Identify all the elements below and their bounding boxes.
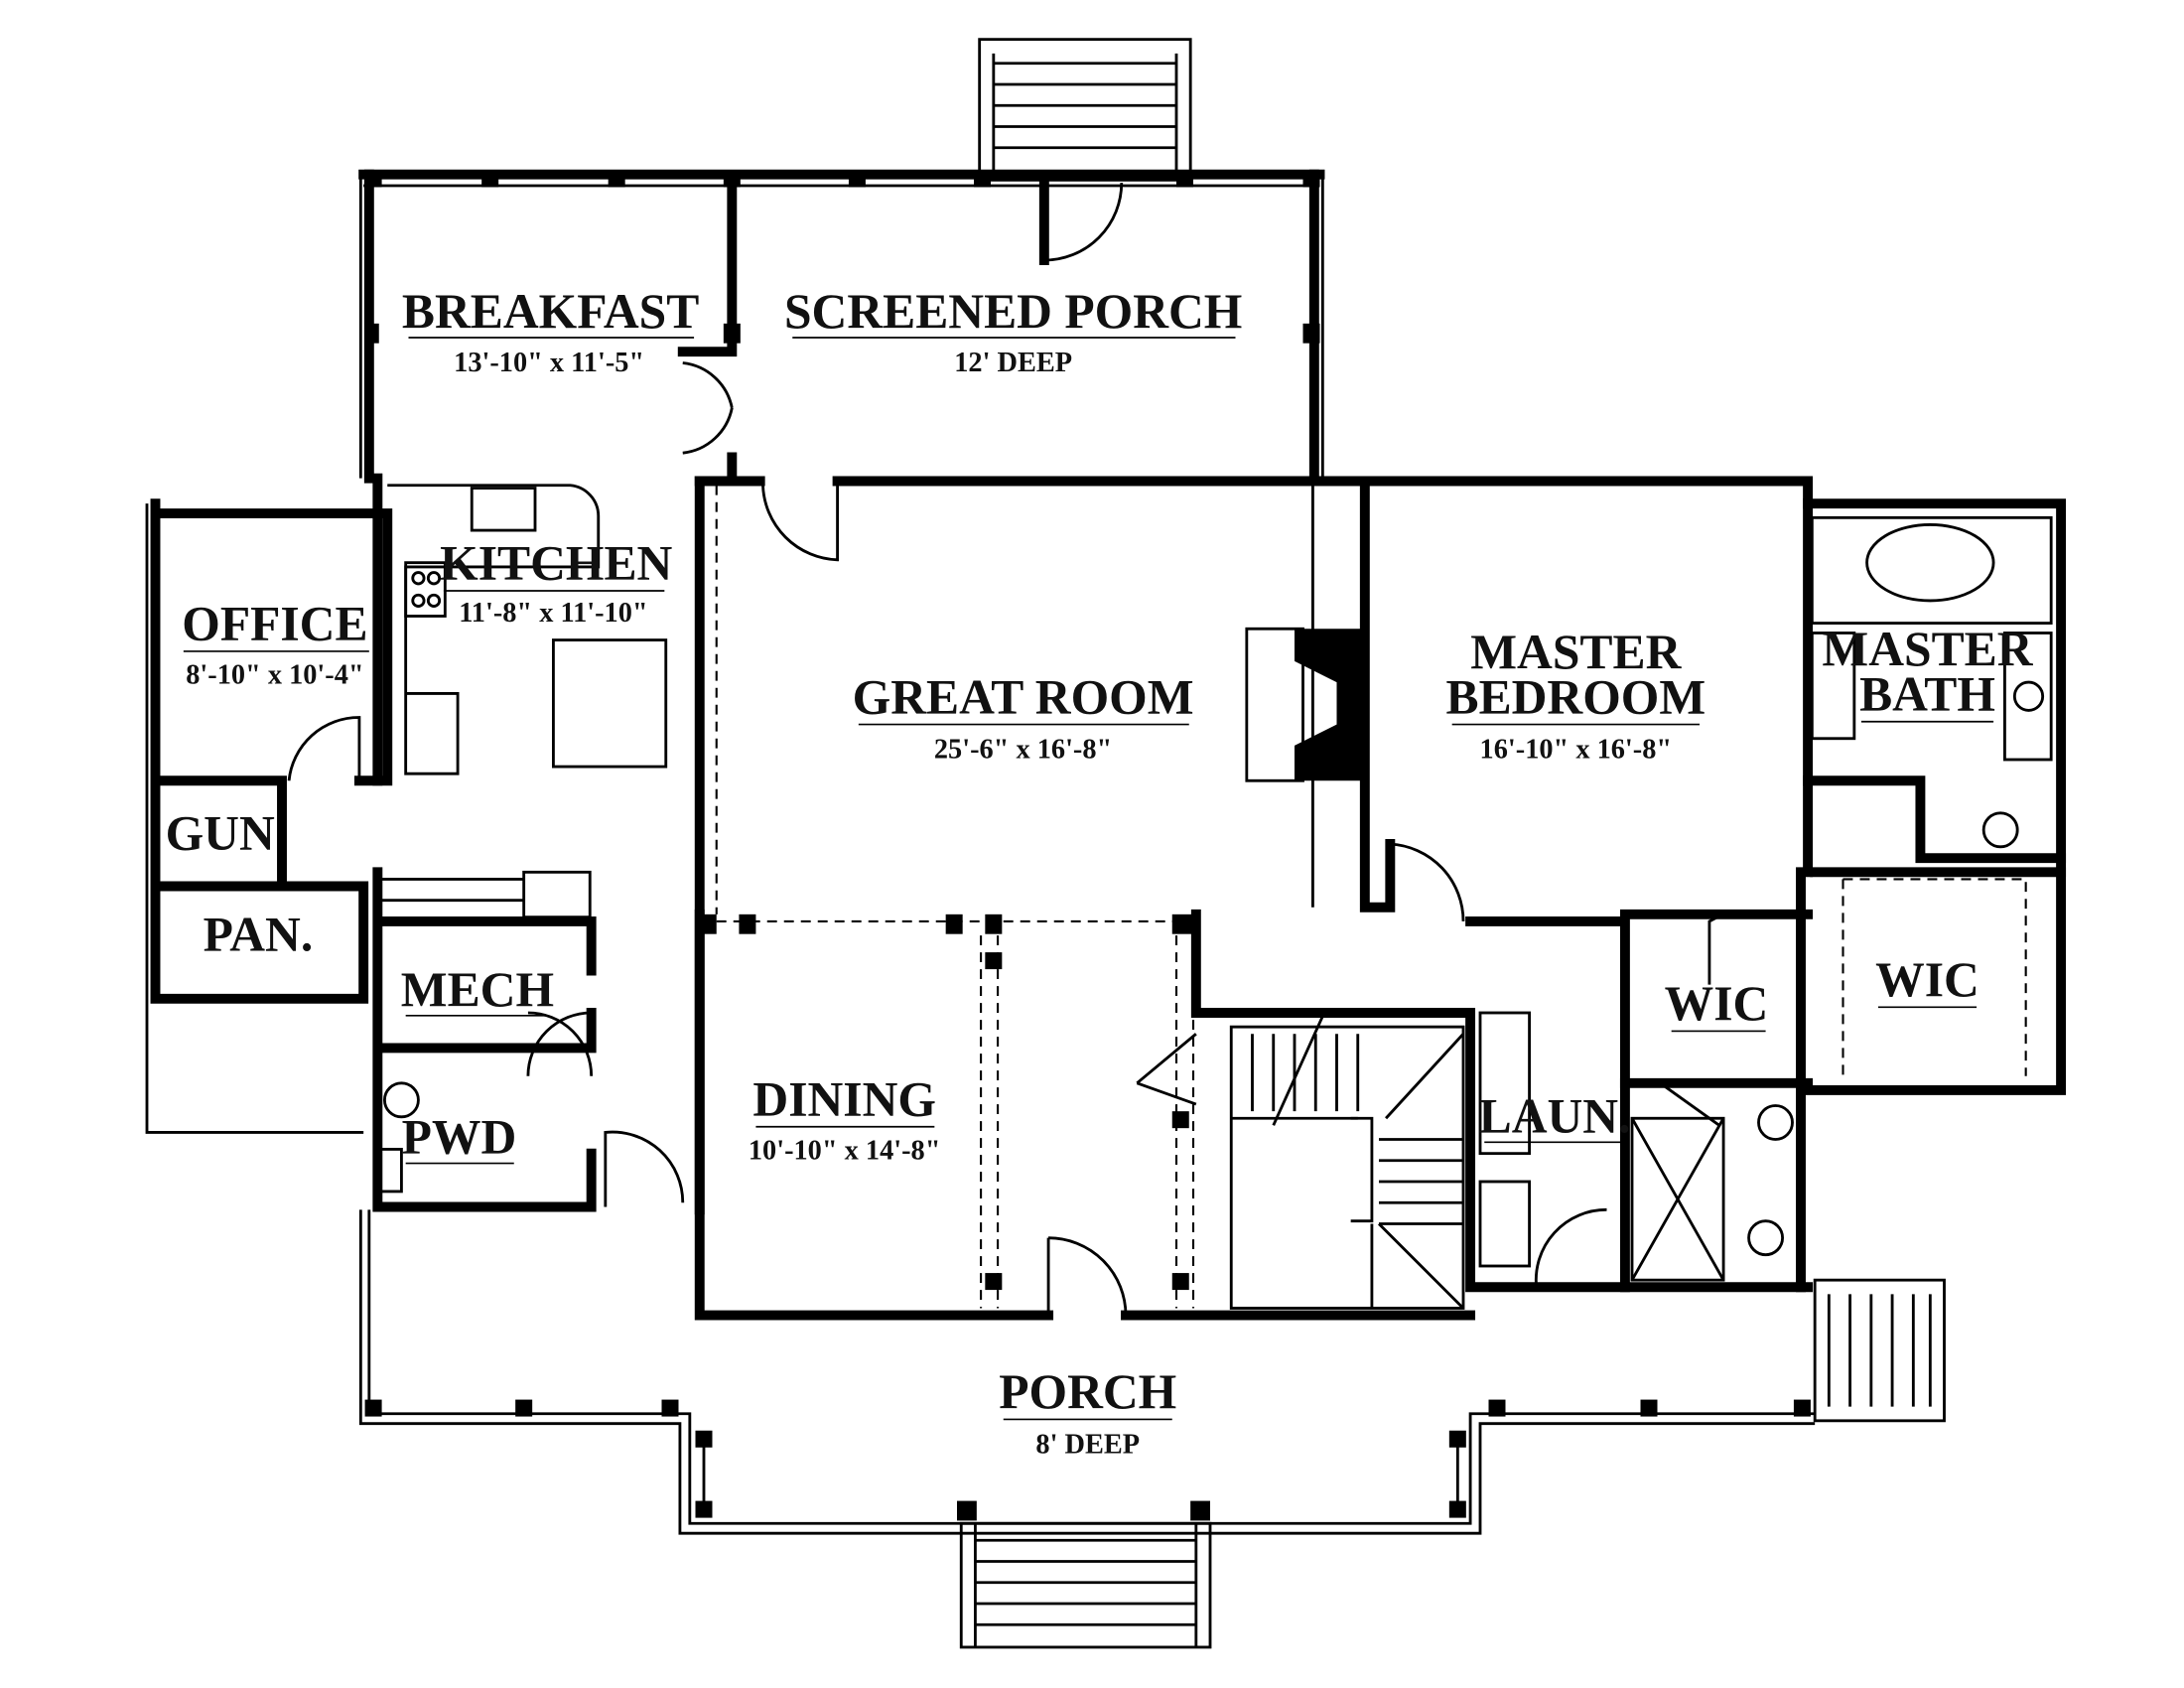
side-steps <box>1813 1278 1946 1423</box>
room-size-great-room: 25'-6" x 16'-8" <box>934 735 1112 766</box>
room-label-pantry: PAN. <box>204 908 314 962</box>
fireplace <box>1295 629 1365 781</box>
room-size-screened-porch: 12' DEEP <box>954 348 1072 378</box>
dryer <box>1478 1180 1531 1268</box>
room-label-master-bath-1: MASTER <box>1822 622 2033 676</box>
room-label-great-room: GREAT ROOM <box>853 669 1194 724</box>
room-size-office: 8'-10" x 10'-4" <box>186 660 363 691</box>
room-label-gun: GUN <box>166 806 275 861</box>
bathtub <box>1865 523 1995 603</box>
room-label-wic-1: WIC <box>1665 976 1769 1031</box>
room-label-powder: PWD <box>402 1110 517 1165</box>
room-label-porch: PORCH <box>999 1364 1176 1419</box>
room-size-kitchen: 11'-8" x 11'-10" <box>459 598 647 629</box>
room-label-master-bath-2: BATH <box>1859 666 1995 721</box>
sink-pwd <box>378 1148 403 1194</box>
room-size-dining: 10'-10" x 14'-8" <box>749 1135 941 1166</box>
room-label-wic-2: WIC <box>1875 952 1979 1007</box>
room-label-mech: MECH <box>401 962 554 1017</box>
washer <box>1478 1011 1531 1156</box>
room-label-screened-porch: SCREENED PORCH <box>784 284 1242 339</box>
fireplace-hearth <box>1245 627 1304 782</box>
shower <box>1630 1116 1725 1282</box>
columns <box>364 170 1811 1521</box>
room-label-breakfast: BREAKFAST <box>402 284 699 339</box>
room-label-laundry: LAUN. <box>1479 1088 1631 1143</box>
back-steps <box>978 38 1192 182</box>
staircase <box>1136 1009 1465 1310</box>
back-step-treads <box>992 53 1178 181</box>
room-label-kitchen: KITCHEN <box>440 536 672 591</box>
kitchen-island <box>552 638 668 769</box>
walls <box>145 38 2067 1649</box>
toilet <box>383 1081 420 1119</box>
room-label-dining: DINING <box>752 1071 936 1126</box>
room-labels: BREAKFAST 13'-10" x 11'-5" SCREENED PORC… <box>166 284 2034 1460</box>
cooktop <box>404 561 447 618</box>
room-label-master-bedroom-2: BEDROOM <box>1445 669 1706 724</box>
front-steps <box>959 1521 1212 1649</box>
room-label-master-bedroom-1: MASTER <box>1470 625 1682 679</box>
room-size-breakfast: 13'-10" x 11'-5" <box>454 348 644 378</box>
sink <box>470 487 537 532</box>
room-label-office: OFFICE <box>182 597 367 651</box>
room-size-master-bedroom: 16'-10" x 16'-8" <box>1480 735 1673 766</box>
room-size-porch: 8' DEEP <box>1035 1429 1140 1460</box>
